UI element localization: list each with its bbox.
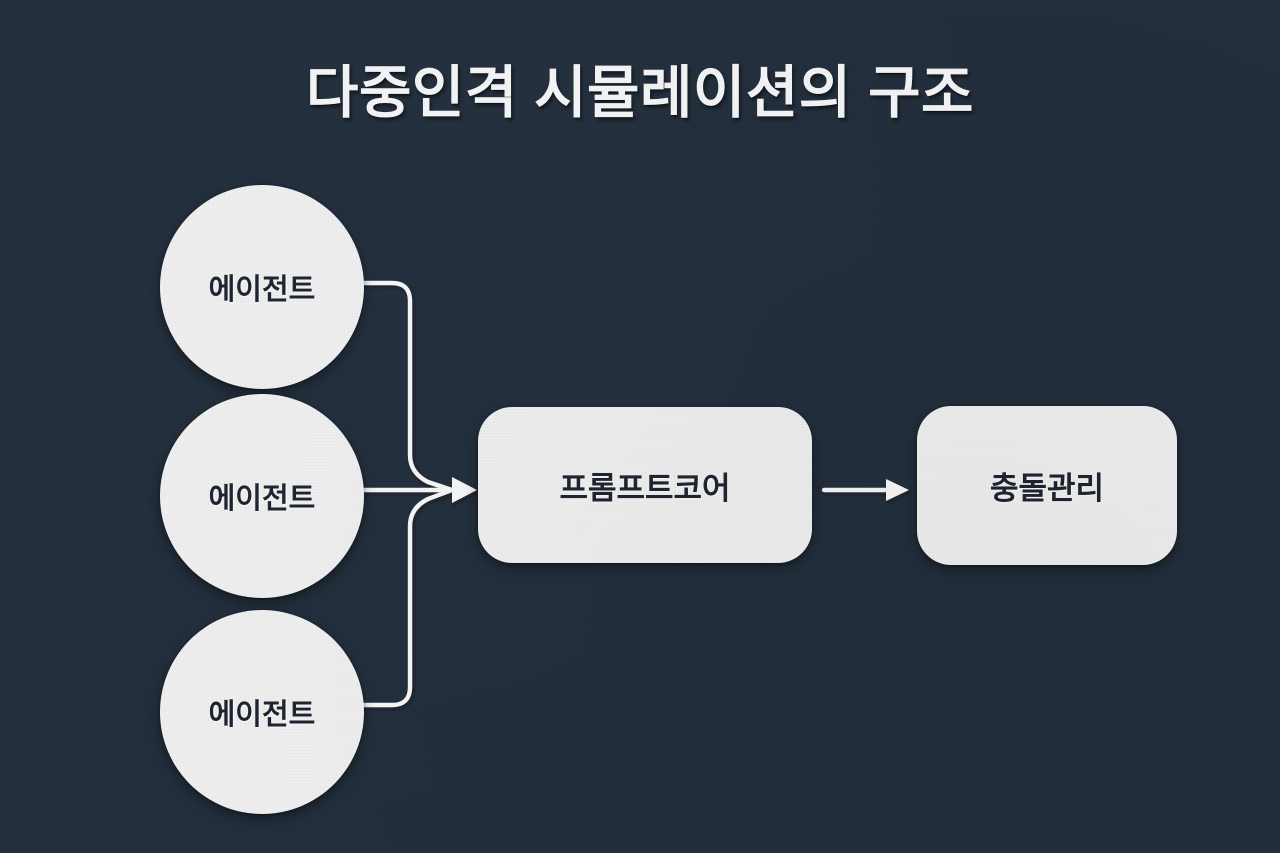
arrowhead-into-conflict bbox=[886, 479, 909, 501]
node-agent-1[interactable]: 에이전트 bbox=[160, 185, 364, 389]
node-conflict-management-label: 충돌관리 bbox=[989, 471, 1105, 506]
node-prompt-core-label: 프롬프트코어 bbox=[559, 470, 731, 506]
node-agent-3-label: 에이전트 bbox=[208, 699, 316, 731]
node-prompt-core[interactable]: 프롬프트코어 bbox=[478, 407, 812, 563]
diagram-title: 다중인격 시뮬레이션의 구조 bbox=[306, 61, 974, 125]
node-agent-2-label: 에이전트 bbox=[208, 483, 316, 515]
arrowhead-into-core bbox=[452, 477, 477, 503]
node-agent-3[interactable]: 에이전트 bbox=[160, 610, 364, 814]
edge-agent3-core bbox=[357, 487, 455, 708]
node-agent-2[interactable]: 에이전트 bbox=[160, 394, 364, 598]
edge-agent1-core bbox=[359, 280, 455, 493]
node-conflict-management[interactable]: 충돌관리 bbox=[917, 406, 1177, 565]
node-agent-1-label: 에이전트 bbox=[208, 274, 316, 306]
